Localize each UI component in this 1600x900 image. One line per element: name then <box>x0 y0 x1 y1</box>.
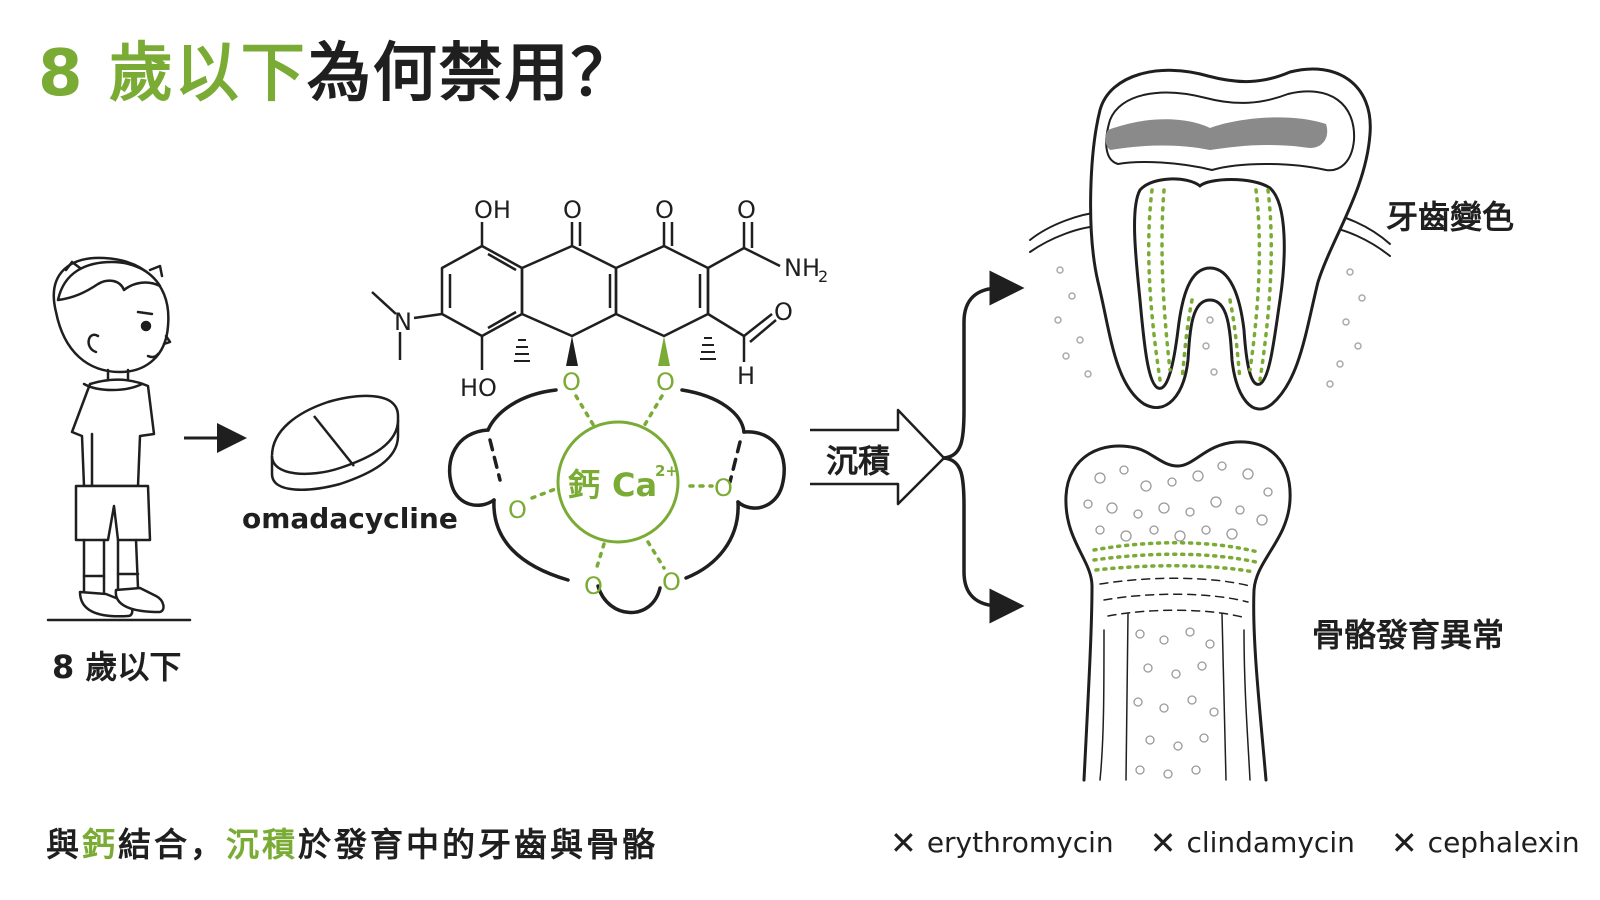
calcium-charge-label: 2+ <box>655 462 678 480</box>
chelate-o-top-left: O <box>562 368 581 396</box>
bone-illustration <box>1064 440 1292 782</box>
mol-ho-bottom: HO <box>460 374 497 402</box>
alternative-drugs: ✕ erythromycin ✕ clindamycin ✕ cephalexin <box>890 826 1580 859</box>
cross-icon: ✕ <box>890 823 917 862</box>
alternative-drug-name: cephalexin <box>1427 826 1580 859</box>
chelate-oxygens: O O O O O O <box>508 368 733 600</box>
mol-oh-top: OH <box>474 196 511 224</box>
cross-icon: ✕ <box>1390 823 1418 862</box>
chelate-o-right: O <box>714 474 733 502</box>
chelate-o-bottom-right: O <box>662 568 681 596</box>
drug-name-label: omadacycline <box>242 502 458 535</box>
mol-nh-subscript: 2 <box>818 267 828 286</box>
summary-accent-deposit: 沉積 <box>226 825 298 864</box>
mol-o-2: O <box>655 196 674 224</box>
alternative-drug-item: ✕ erythromycin <box>890 826 1114 859</box>
calcium-hanzi-label: 鈣 <box>568 466 600 504</box>
title-rest: 為何禁用？ <box>306 37 637 111</box>
mol-o-aldehyde: O <box>774 298 793 326</box>
summary-part-1: 與 <box>46 825 82 864</box>
calcium-ion <box>556 420 680 544</box>
chelate-o-bottom-left: O <box>584 572 603 600</box>
cross-icon: ✕ <box>1149 823 1177 862</box>
alternative-drug-name: clindamycin <box>1186 826 1355 859</box>
page-title: 8 歲以下為何禁用？ <box>38 22 637 114</box>
mol-h: H <box>737 362 755 390</box>
coordination-bonds <box>530 394 714 572</box>
mol-n: N <box>394 308 412 336</box>
deposition-label: 沉積 <box>826 442 890 480</box>
child-age-label: 8 歲以下 <box>52 648 181 686</box>
tooth-illustration <box>1029 67 1391 411</box>
alternative-drug-item: ✕ cephalexin <box>1391 826 1580 859</box>
alternative-drug-item: ✕ clindamycin <box>1150 826 1355 859</box>
alternative-drug-name: erythromycin <box>926 826 1114 859</box>
tooth-discoloration-label: 牙齒變色 <box>1386 198 1514 236</box>
chelate-o-left: O <box>508 496 527 524</box>
chelate-o-top-right: O <box>656 368 675 396</box>
branch-arrows <box>942 270 1025 624</box>
mol-nh: NH <box>784 254 820 282</box>
mol-o-1: O <box>563 196 582 224</box>
summary-part-2: 結合， <box>118 825 226 864</box>
summary-accent-calcium: 鈣 <box>82 825 118 864</box>
chelate-cage <box>447 388 786 615</box>
pill-icon <box>270 394 400 491</box>
mol-o-3: O <box>737 196 756 224</box>
calcium-symbol-label: Ca <box>612 466 657 504</box>
title-accent: 8 歲以下 <box>38 37 307 111</box>
mechanism-summary: 與鈣結合，沉積於發育中的牙齒與骨骼 <box>46 818 658 866</box>
bone-abnormality-label: 骨骼發育異常 <box>1312 616 1504 654</box>
molecule-structure <box>371 222 781 370</box>
child-illustration <box>46 256 192 622</box>
summary-part-3: 於發育中的牙齒與骨骼 <box>298 825 658 864</box>
